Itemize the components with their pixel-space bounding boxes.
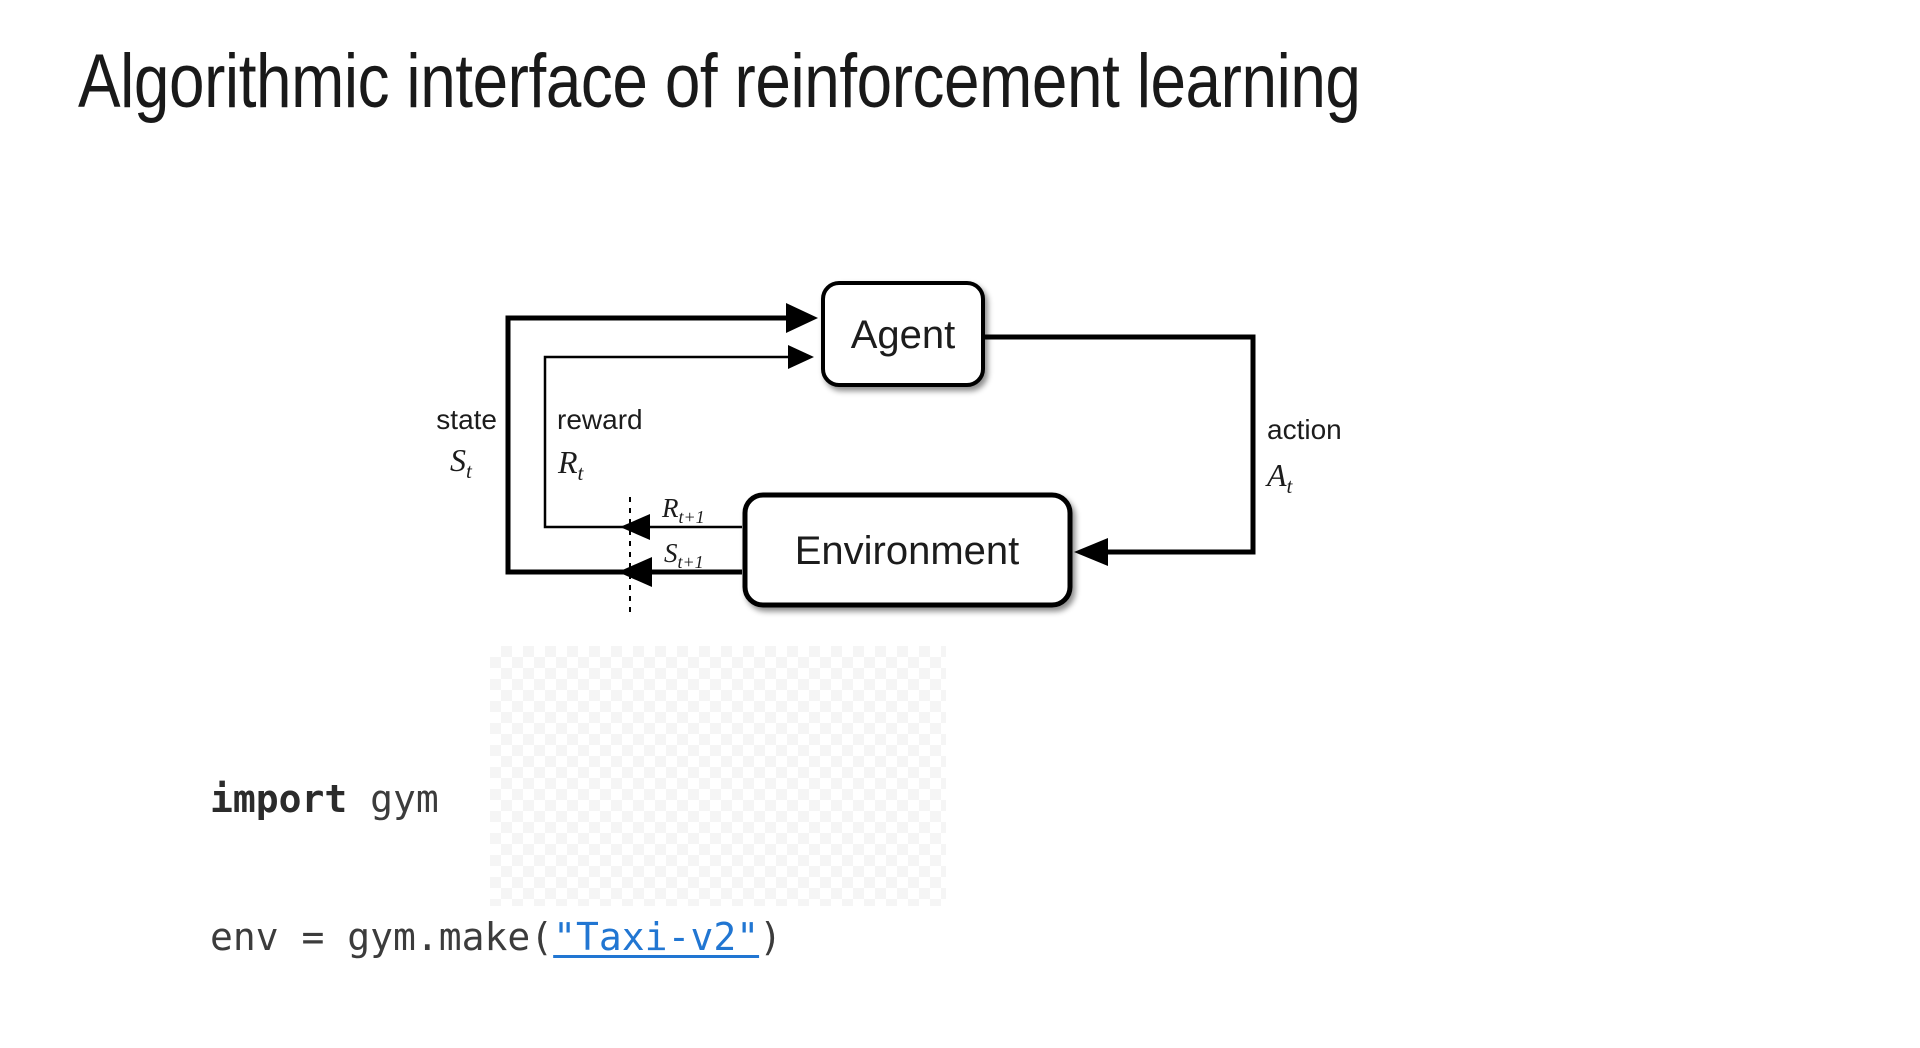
code-text: env = gym.make(: [210, 915, 554, 959]
arrowhead-next-state-icon: [618, 557, 652, 587]
next-reward-symbol: Rt+1: [661, 493, 705, 527]
code-text: gym: [347, 777, 439, 821]
state-label: state: [436, 404, 497, 435]
action-symbol: At: [1265, 457, 1294, 498]
rl-loop-diagram: Agent Environment state St reward Rt Rt+…: [436, 281, 1342, 612]
arrowhead-reward-into-agent-icon: [788, 345, 814, 369]
action-label: action: [1267, 414, 1342, 445]
transparency-checkerboard: [490, 646, 946, 906]
state-symbol: St: [450, 442, 473, 483]
environment-box-label: Environment: [795, 529, 1020, 573]
agent-box: [821, 281, 985, 387]
reward-label: reward: [557, 404, 643, 435]
action-loop-line: [985, 334, 1256, 555]
next-state-symbol: St+1: [664, 538, 704, 572]
environment-box: [742, 492, 1073, 608]
agent-box-label: Agent: [851, 313, 956, 357]
reward-symbol: Rt: [557, 444, 585, 485]
slide-title: Algorithmic interface of reinforcement l…: [78, 39, 1361, 124]
code-line-make-env: env = gym.make("Taxi-v2"): [210, 914, 1445, 960]
arrowhead-state-into-agent-icon: [786, 303, 818, 333]
keyword-import: import: [210, 777, 348, 821]
arrowhead-next-reward-icon: [620, 514, 650, 540]
code-line-import: import gym: [210, 776, 1445, 822]
code-block: import gym env = gym.make("Taxi-v2") obs…: [210, 684, 1445, 1048]
taxi-v2-link[interactable]: "Taxi-v2": [553, 915, 760, 959]
arrowhead-action-into-environment-icon: [1074, 538, 1108, 566]
code-text: ): [759, 915, 782, 959]
